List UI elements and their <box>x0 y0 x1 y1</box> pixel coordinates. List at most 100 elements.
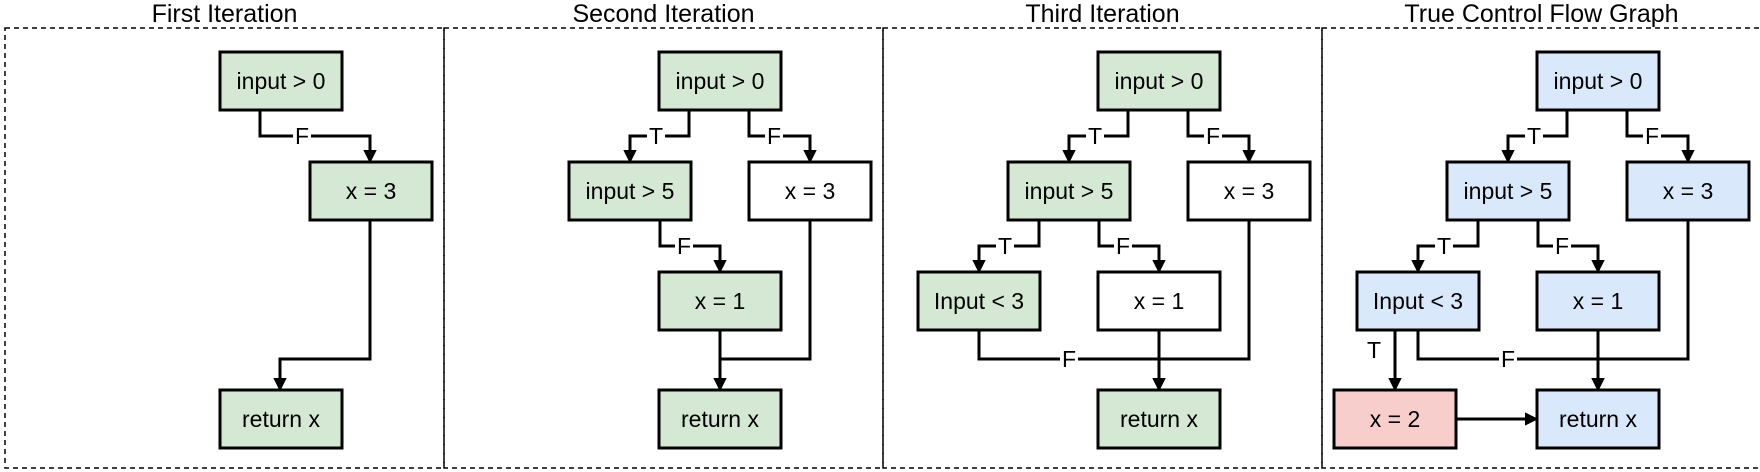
node-label: x = 1 <box>1573 288 1624 314</box>
node-n2: input > 5 <box>1006 160 1132 222</box>
node-box <box>1535 388 1661 450</box>
node-box <box>1186 160 1312 222</box>
panel-title: First Iteration <box>152 0 298 28</box>
panel-frame <box>882 27 1323 469</box>
edge-labels: T F F <box>647 123 783 259</box>
node-box <box>1535 50 1661 112</box>
node-label: Input < 3 <box>1373 288 1463 314</box>
edge-label-background <box>1499 347 1517 371</box>
panel-frame <box>1321 27 1760 469</box>
node-label: input > 5 <box>1025 178 1114 204</box>
node-n3: x = 1 <box>1535 270 1661 332</box>
node-n5: return x <box>218 388 344 450</box>
edges <box>258 110 377 392</box>
edge-n1-to-n5 <box>273 220 372 392</box>
node-label: x = 3 <box>785 178 836 204</box>
node-label: x = 3 <box>1663 178 1714 204</box>
node-box <box>657 270 783 332</box>
edge-label-background <box>1525 124 1543 148</box>
edge-label-background <box>647 124 665 148</box>
edge-labels: F <box>293 123 311 149</box>
node-label: x = 3 <box>346 178 397 204</box>
node-label: input > 0 <box>676 68 765 94</box>
node-label: input > 0 <box>237 68 326 94</box>
node-n0: input > 0 <box>657 50 783 112</box>
node-label: return x <box>681 406 759 432</box>
edge-label: F <box>1555 233 1569 259</box>
edges <box>972 110 1256 392</box>
node-box <box>1625 160 1751 222</box>
node-label: input > 5 <box>586 178 675 204</box>
node-box <box>567 160 693 222</box>
node-n1: x = 3 <box>308 160 434 222</box>
node-box <box>1096 270 1222 332</box>
edge-label-background <box>1114 234 1132 258</box>
edge-n1-to-n5 <box>1159 220 1251 361</box>
node-label: x = 1 <box>695 288 746 314</box>
edge-label-background <box>293 124 311 148</box>
node-n1: x = 3 <box>1625 160 1751 222</box>
edge-label: F <box>677 233 691 259</box>
node-label: return x <box>1120 406 1198 432</box>
node-n0: input > 0 <box>1096 50 1222 112</box>
node-box <box>1006 160 1132 222</box>
edges <box>623 110 817 392</box>
edge-label: T <box>998 233 1012 259</box>
node-n5: return x <box>1535 388 1661 450</box>
node-label: return x <box>1559 406 1637 432</box>
edge-label-background <box>765 124 783 148</box>
node-label: x = 1 <box>1134 288 1185 314</box>
node-label: x = 3 <box>1224 178 1275 204</box>
node-n3: x = 1 <box>657 270 783 332</box>
edge-label-background <box>1365 338 1383 362</box>
edge-label: F <box>1501 346 1515 372</box>
node-label: x = 2 <box>1370 406 1421 432</box>
node-box <box>1332 388 1458 450</box>
node-box <box>1096 388 1222 450</box>
panel-title: True Control Flow Graph <box>1404 0 1678 28</box>
node-label: return x <box>242 406 320 432</box>
node-n1: x = 3 <box>747 160 873 222</box>
edge-n0-to-n1 <box>258 110 377 164</box>
node-label: input > 5 <box>1464 178 1553 204</box>
node-box <box>1096 50 1222 112</box>
node-n2: input > 5 <box>1445 160 1571 222</box>
edge-label-background <box>996 234 1014 258</box>
edge-label: F <box>767 123 781 149</box>
edge-label: F <box>295 123 309 149</box>
edge-label: T <box>1088 123 1102 149</box>
edge-label-background <box>1204 124 1222 148</box>
edge-label: T <box>1367 337 1381 363</box>
edge-label-background <box>1643 124 1661 148</box>
edge-label: F <box>1116 233 1130 259</box>
panel-frame <box>443 27 884 469</box>
edge-n1-to-n5 <box>720 220 812 361</box>
node-n1: x = 3 <box>1186 160 1312 222</box>
edge-label: F <box>1062 346 1076 372</box>
edge-label: T <box>649 123 663 149</box>
node-label: input > 0 <box>1554 68 1643 94</box>
node-n0: input > 0 <box>1535 50 1661 112</box>
edge-label-background <box>675 234 693 258</box>
node-box <box>657 50 783 112</box>
node-box <box>218 388 344 450</box>
node-n6: x = 2 <box>1332 388 1458 450</box>
edge-label-background <box>1435 234 1453 258</box>
edge-label: T <box>1527 123 1541 149</box>
edge-label-background <box>1060 347 1078 371</box>
node-n0: input > 0 <box>218 50 344 112</box>
node-box <box>1445 160 1571 222</box>
edge-label: T <box>1437 233 1451 259</box>
node-n2: input > 5 <box>567 160 693 222</box>
node-box <box>657 388 783 450</box>
edge-n1-to-n5 <box>1598 220 1690 361</box>
node-label: Input < 3 <box>934 288 1024 314</box>
node-box <box>218 50 344 112</box>
node-n5: return x <box>657 388 783 450</box>
panel-frame <box>4 27 445 469</box>
